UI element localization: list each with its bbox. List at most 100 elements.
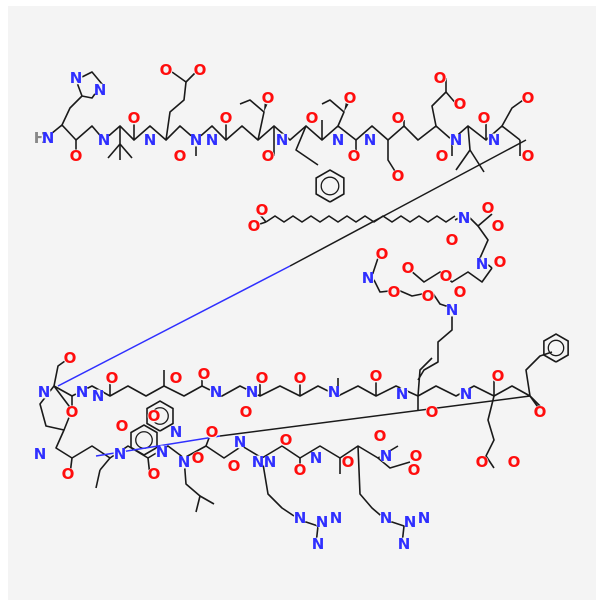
oxygen-atom: O	[454, 283, 467, 301]
bond	[295, 125, 319, 166]
oxygen-atom: O	[280, 431, 293, 449]
nitrogen-atom: N	[328, 383, 341, 401]
nitrogen-atom: N	[170, 423, 183, 441]
oxygen-atom: O	[376, 245, 389, 263]
nitrogen-atom: N	[418, 509, 431, 527]
oxygen-atom: O	[256, 369, 269, 387]
nitrogen-atom: N	[398, 535, 411, 553]
oxygen-atom: O	[194, 61, 207, 79]
nitrogen-atom: N	[312, 535, 325, 553]
nitrogen-atom: N	[362, 269, 375, 287]
nitrogen-atom: N	[94, 81, 107, 99]
oxygen-atom: O	[256, 201, 269, 219]
nitrogen-atom: N	[364, 131, 377, 149]
oxygen-atom: O	[374, 427, 387, 445]
bond	[417, 357, 433, 397]
oxygen-atom: O	[148, 407, 161, 425]
oxygen-atom: O	[220, 109, 233, 127]
nitrogen-atom: N	[34, 445, 47, 463]
oxygen-atom: O	[534, 403, 547, 421]
nitrogen-atom: N	[206, 131, 219, 149]
oxygen-atom: O	[344, 89, 357, 107]
oxygen-atom: O	[62, 465, 75, 483]
nitrogen-atom: N	[476, 255, 489, 273]
bond	[239, 99, 265, 141]
nitrogen-atom: N	[396, 385, 409, 403]
nitrogen-atom: N	[98, 131, 111, 149]
nitrogen-atom: N	[92, 387, 105, 405]
oxygen-atom: O	[402, 259, 415, 277]
oxygen-atom: O	[70, 147, 83, 165]
nitrogen-atom: N	[316, 513, 329, 531]
oxygen-atom: O	[392, 167, 405, 185]
oxygen-atom: O	[106, 369, 119, 387]
oxygen-atom: O	[408, 461, 421, 479]
bond	[119, 143, 133, 159]
nitrogen-atom: N	[42, 129, 55, 147]
bond	[431, 78, 447, 127]
bond	[61, 71, 103, 126]
oxygen-atom: O	[476, 453, 489, 471]
oxygen-atom: O	[436, 147, 449, 165]
bond	[377, 457, 411, 469]
bond	[39, 385, 73, 431]
oxygen-atom: O	[434, 69, 447, 87]
bond	[525, 351, 553, 397]
oxygen-atom: O	[454, 95, 467, 113]
nitrogen-atom: N	[276, 131, 289, 149]
oxygen-atom: O	[392, 109, 405, 127]
nitrogen-atom: N	[210, 383, 223, 401]
oxygen-atom: O	[198, 365, 211, 383]
bond	[469, 149, 485, 173]
bond	[95, 469, 101, 489]
nitrogen-atom: N	[76, 383, 89, 401]
nitrogen-atom: N	[190, 131, 203, 149]
oxygen-atom: O	[262, 89, 275, 107]
nitrogen-atom: N	[252, 453, 265, 471]
nitrogen-atom: N	[246, 383, 259, 401]
nitrogen-atom: N	[38, 383, 51, 401]
bond	[265, 215, 456, 223]
oxygen-atom: O	[160, 61, 173, 79]
oxygen-atom: O	[64, 349, 77, 367]
nitrogen-atom: N	[450, 131, 463, 149]
nitrogen-atom: N	[294, 509, 307, 527]
oxygen-atom: O	[66, 403, 79, 421]
oxygen-atom: O	[342, 453, 355, 471]
bond	[321, 99, 345, 127]
nitrogen-atom: N	[458, 209, 471, 227]
oxygen-atom: O	[494, 253, 507, 271]
oxygen-atom: O	[482, 199, 495, 217]
bond	[485, 395, 495, 469]
phenyl-ring	[315, 169, 345, 203]
aryl-ring	[130, 424, 158, 456]
oxygen-atom: O	[446, 231, 459, 249]
nitrogen-atom: N	[330, 509, 343, 527]
bond	[261, 457, 301, 521]
phenyl-ring-2	[543, 333, 569, 363]
oxygen-atom: O	[306, 109, 319, 127]
oxygen-atom: O	[128, 109, 141, 127]
oxygen-atom: O	[248, 217, 261, 235]
nitrogen-atom: N	[70, 69, 83, 87]
nitrogen-atom: N	[156, 443, 169, 461]
bond	[357, 445, 387, 521]
bond	[107, 143, 121, 159]
bond	[417, 308, 453, 381]
nitrogen-atom: N	[488, 131, 501, 149]
nitrogen-atom: N	[380, 447, 393, 465]
oxygen-atom: O	[478, 109, 491, 127]
nitrogen-atom: N	[332, 131, 345, 149]
oxygen-atom: O	[522, 147, 535, 165]
nitrogen-atom: N	[264, 453, 277, 471]
oxygen-atom: O	[192, 449, 205, 467]
bond	[183, 457, 201, 513]
oxygen-atom: O	[370, 367, 383, 385]
nitrogen-atom: N	[178, 453, 191, 471]
nitrogen-atom: N	[446, 301, 459, 319]
nitrogen-atom: N	[380, 509, 393, 527]
oxygen-atom: O	[262, 147, 275, 165]
